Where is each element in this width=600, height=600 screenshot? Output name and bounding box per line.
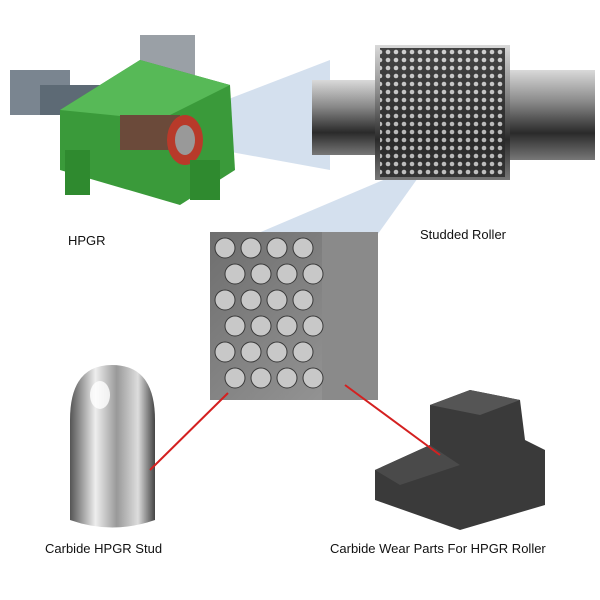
stud-dot: [276, 315, 298, 337]
stud-dot: [302, 315, 324, 337]
stud-dot: [214, 341, 236, 363]
stud-dot: [266, 289, 288, 311]
stud-dot: [292, 289, 314, 311]
carbide-stud-image: [70, 365, 155, 528]
stud-dot: [302, 263, 324, 285]
wear-part-image: [375, 390, 545, 530]
stud-dot: [250, 263, 272, 285]
stud-dot: [224, 315, 246, 337]
stud-dot: [250, 315, 272, 337]
stud-dot: [214, 237, 236, 259]
stud-dot: [250, 367, 272, 389]
hpgr-machine-image: [10, 35, 235, 205]
label-hpgr: HPGR: [68, 233, 106, 248]
stud-dot: [266, 341, 288, 363]
stud-dot: [214, 289, 236, 311]
connector-line-stud: [149, 392, 229, 471]
label-studded-roller: Studded Roller: [420, 227, 506, 242]
studded-roller-image: [312, 45, 595, 180]
label-wear-parts: Carbide Wear Parts For HPGR Roller: [330, 541, 546, 556]
stud-closeup-photo: [210, 232, 378, 400]
stud-dot: [240, 237, 262, 259]
stud-dot: [276, 367, 298, 389]
stud-dot: [292, 341, 314, 363]
stud-dot: [302, 367, 324, 389]
stud-dot: [266, 237, 288, 259]
stud-dot: [292, 237, 314, 259]
stud-dot: [224, 263, 246, 285]
stud-dot: [276, 263, 298, 285]
stud-dot: [240, 341, 262, 363]
zoom-wedge-roller-to-photo: [230, 175, 420, 245]
connector-line-wear-part: [344, 384, 441, 456]
stud-dot: [224, 367, 246, 389]
stud-dot: [240, 289, 262, 311]
label-carbide-stud: Carbide HPGR Stud: [45, 541, 163, 556]
